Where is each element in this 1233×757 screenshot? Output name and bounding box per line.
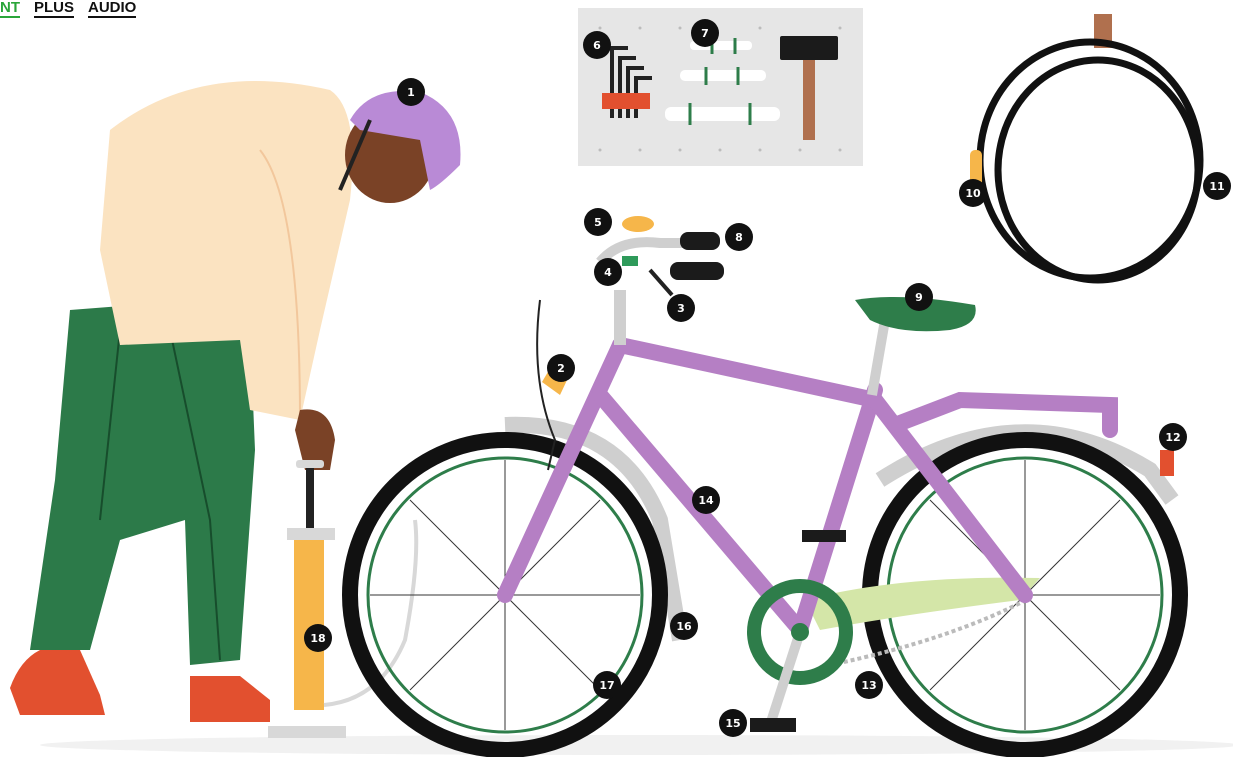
svg-text:17: 17 bbox=[599, 679, 614, 692]
callout-16: 16 bbox=[670, 612, 698, 640]
svg-text:14: 14 bbox=[698, 494, 714, 507]
coiled-lock bbox=[970, 14, 1200, 280]
svg-text:3: 3 bbox=[677, 302, 685, 315]
callout-1: 1 bbox=[397, 78, 425, 106]
svg-text:4: 4 bbox=[604, 266, 612, 279]
callout-11: 11 bbox=[1203, 172, 1231, 200]
svg-text:18: 18 bbox=[310, 632, 325, 645]
right-grip bbox=[680, 232, 720, 250]
svg-text:1: 1 bbox=[407, 86, 415, 99]
pump-base bbox=[268, 726, 346, 738]
pedal-rear bbox=[802, 530, 846, 542]
left-shoe bbox=[10, 650, 105, 715]
pants bbox=[30, 300, 255, 665]
svg-text:12: 12 bbox=[1165, 431, 1180, 444]
svg-text:16: 16 bbox=[676, 620, 692, 633]
callout-2: 2 bbox=[547, 354, 575, 382]
allen-key-holder bbox=[602, 93, 650, 109]
svg-text:11: 11 bbox=[1209, 180, 1224, 193]
callout-5: 5 bbox=[584, 208, 612, 236]
bell bbox=[622, 216, 654, 232]
callout-14: 14 bbox=[692, 486, 720, 514]
svg-text:13: 13 bbox=[861, 679, 876, 692]
callout-17: 17 bbox=[593, 671, 621, 699]
callout-9: 9 bbox=[905, 283, 933, 311]
callout-12: 12 bbox=[1159, 423, 1187, 451]
handlebar bbox=[600, 242, 690, 262]
callout-8: 8 bbox=[725, 223, 753, 251]
svg-text:6: 6 bbox=[593, 39, 601, 52]
brake-lever bbox=[650, 270, 672, 295]
svg-text:2: 2 bbox=[557, 362, 565, 375]
svg-text:8: 8 bbox=[735, 231, 743, 244]
cyclist-person bbox=[10, 81, 461, 722]
svg-text:9: 9 bbox=[915, 291, 923, 304]
callout-6: 6 bbox=[583, 31, 611, 59]
left-grip bbox=[670, 262, 724, 280]
callout-7: 7 bbox=[691, 19, 719, 47]
pedal-front bbox=[750, 718, 796, 732]
callout-4: 4 bbox=[594, 258, 622, 286]
callout-15: 15 bbox=[719, 709, 747, 737]
callout-10: 10 bbox=[959, 179, 987, 207]
callout-3: 3 bbox=[667, 294, 695, 322]
svg-text:10: 10 bbox=[965, 187, 981, 200]
svg-text:5: 5 bbox=[594, 216, 602, 229]
gear-shifter bbox=[622, 256, 638, 266]
rear-light bbox=[1160, 450, 1174, 476]
seat-post bbox=[872, 320, 885, 395]
pump-handle bbox=[296, 460, 324, 468]
callout-18: 18 bbox=[304, 624, 332, 652]
bicycle bbox=[350, 216, 1180, 750]
callout-13: 13 bbox=[855, 671, 883, 699]
tool-pegboard bbox=[578, 8, 863, 166]
svg-text:15: 15 bbox=[725, 717, 740, 730]
svg-text:7: 7 bbox=[701, 27, 709, 40]
right-shoe bbox=[190, 676, 270, 722]
